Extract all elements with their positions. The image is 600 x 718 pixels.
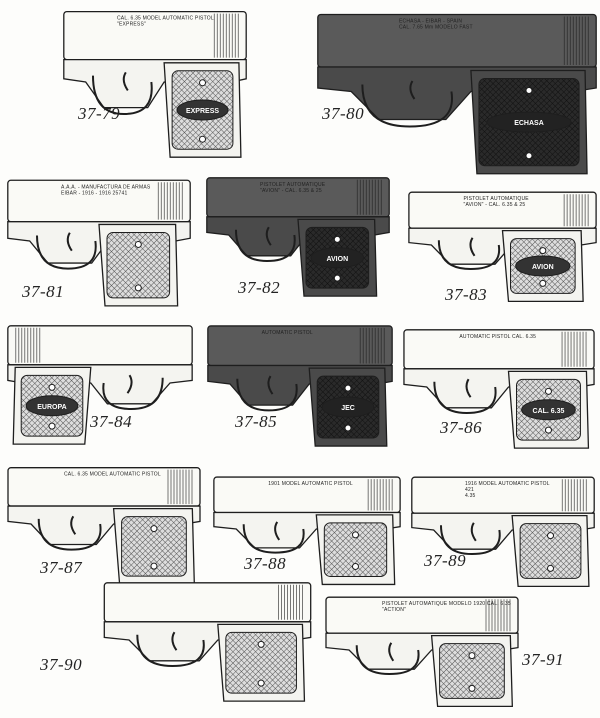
grip-inscription: ECHASA	[514, 120, 544, 127]
pistol-illustration	[100, 575, 315, 705]
pistol-drawing: CAL. 6.35 MODEL AUTOMATIC PISTOL	[7, 467, 201, 585]
grip-inscription: EUROPA	[37, 404, 66, 411]
figure-number: 37-85	[235, 412, 278, 431]
figure-number: 37-81	[22, 282, 65, 301]
pistol-drawing: CAL. 6.35 MODEL AUTOMATIC PISTOL"EXPRESS…	[63, 10, 247, 158]
slide-inscription: PISTOLET AUTOMATIQUE MODELO 1920 CAL. 6.…	[382, 601, 511, 607]
grip-medallion	[486, 111, 572, 133]
pistol-illustration: AUTOMATIC PISTOL JEC	[204, 318, 396, 450]
pistol-drawing: PISTOLET AUTOMATIQUE MODELO 1920 CAL. 6.…	[325, 596, 519, 708]
slide-inscription: "AVION" - CAL. 6.35 & 25	[260, 188, 322, 194]
pistol-drawing: AUTOMATIC PISTOL JEC	[207, 325, 393, 447]
grip-medallion	[521, 399, 576, 421]
figure-number: 37-90	[40, 655, 83, 674]
slide-inscription: AUTOMATIC PISTOL	[262, 330, 313, 336]
grip-medallion	[321, 396, 375, 418]
figure-number: 37-91	[522, 650, 565, 669]
pistol-drawing: PISTOLET AUTOMATIQUE"AVION" - CAL. 6.35 …	[206, 177, 390, 297]
grip-medallion	[25, 395, 79, 417]
pistol-drawing: PISTOLET AUTOMATIQUE"AVION" - CAL. 6.35 …	[408, 191, 597, 303]
grip-inscription: AVION	[532, 264, 554, 271]
figure-number: 37-79	[78, 104, 121, 123]
pistol-illustration: PISTOLET AUTOMATIQUE MODELO 1920 CAL. 6.…	[322, 590, 522, 710]
pistol-drawing: EUROPA	[7, 325, 193, 445]
grip-inscription: CAL. 6.35	[533, 408, 565, 415]
slide-inscription: 1916 MODEL AUTOMATIC PISTOL	[465, 481, 550, 487]
figure-number: 37-82	[238, 278, 281, 297]
pistol-drawing	[103, 582, 312, 702]
figure-number: 37-84	[90, 412, 133, 431]
grip-inscription: JEC	[341, 405, 355, 412]
grip-inscription: EXPRESS	[186, 108, 219, 115]
figure-number: 37-88	[244, 554, 287, 573]
slide-inscription: ECHASA - EIBAR - SPAIN	[399, 19, 462, 25]
pistol-drawing: 1901 MODEL AUTOMATIC PISTOL	[213, 476, 401, 586]
figure-number: 37-83	[445, 285, 488, 304]
slide-inscription: "EXPRESS"	[117, 22, 146, 28]
slide-inscription: 4.35	[465, 493, 476, 499]
figure-number: 37-80	[322, 104, 365, 123]
slide-inscription: 1901 MODEL AUTOMATIC PISTOL	[268, 481, 353, 487]
slide-inscription: 421	[465, 487, 474, 493]
pistol-illustration: CAL. 6.35 MODEL AUTOMATIC PISTOL"EXPRESS…	[60, 2, 250, 162]
pistol-illustration: EUROPA	[4, 318, 196, 448]
slide-inscription: "AVION" - CAL. 6.35 & 25	[464, 202, 526, 208]
pistol-illustration: PISTOLET AUTOMATIQUE"AVION" - CAL. 6.35 …	[405, 185, 600, 305]
pistol-illustration: CAL. 6.35 MODEL AUTOMATIC PISTOL	[4, 460, 204, 588]
figure-number: 37-86	[440, 418, 483, 437]
slide-inscription: CAL. 7.65 Mm MODELO FAST	[399, 25, 473, 31]
slide-inscription: AUTOMATIC PISTOL CAL. 6.35	[459, 334, 536, 340]
slide-inscription: PISTOLET AUTOMATIQUE	[464, 196, 530, 202]
pistol-illustration: 1901 MODEL AUTOMATIC PISTOL	[210, 470, 404, 588]
slide-inscription: EIBAR - 1916 - 1916 25741	[61, 190, 127, 196]
slide-inscription: PISTOLET AUTOMATIQUE	[260, 182, 326, 188]
grip-medallion	[176, 99, 229, 121]
slide-inscription: CAL. 6.35 MODEL AUTOMATIC PISTOL	[117, 16, 214, 22]
figure-number: 37-87	[40, 558, 83, 577]
grip-medallion	[515, 255, 571, 277]
grip-inscription: AVION	[326, 256, 348, 263]
grip-medallion	[310, 247, 365, 269]
figure-number: 37-89	[424, 551, 467, 570]
slide-inscription: CAL. 6.35 MODEL AUTOMATIC PISTOL	[64, 472, 161, 478]
slide-inscription: A.A.A. - MANUFACTURA DE ARMAS	[61, 184, 151, 190]
slide-inscription: "ACTION"	[382, 607, 406, 613]
pistol-illustration: PISTOLET AUTOMATIQUE"AVION" - CAL. 6.35 …	[203, 170, 393, 300]
